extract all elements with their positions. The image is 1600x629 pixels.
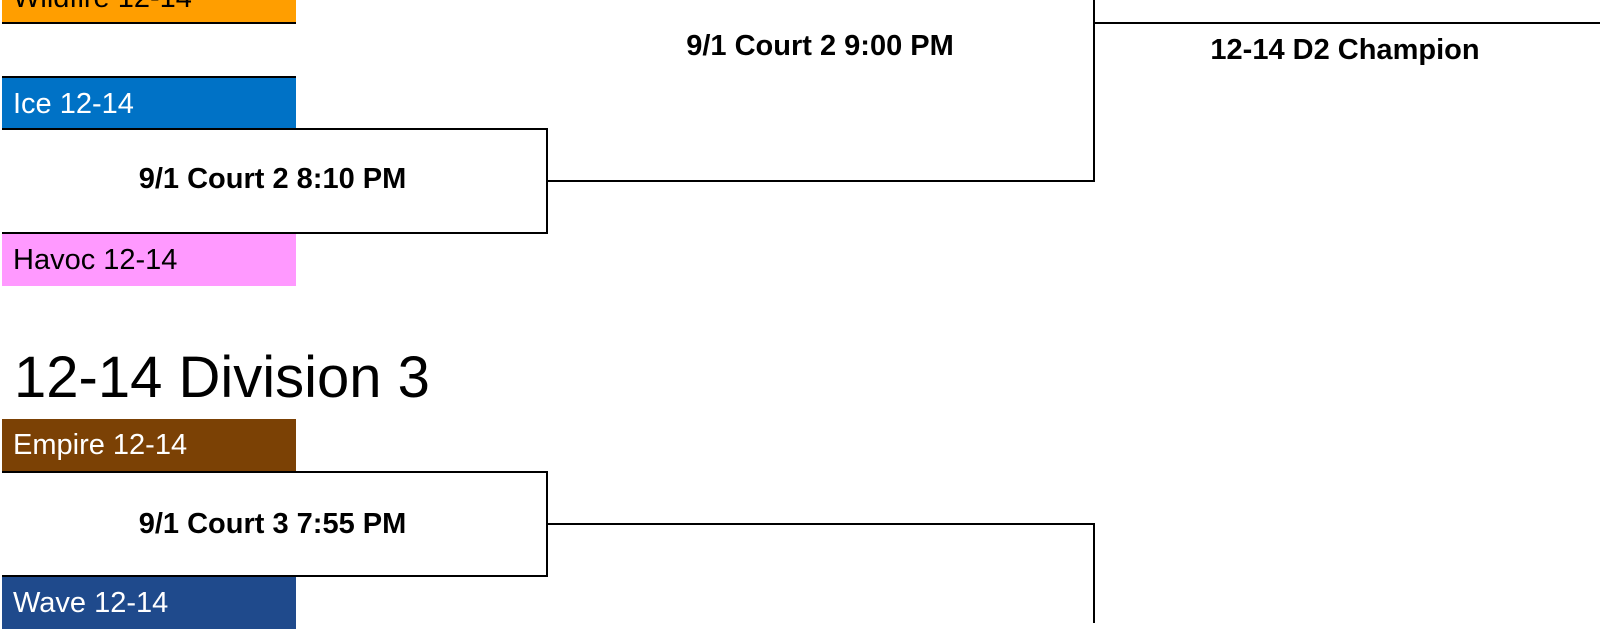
team-slot-havoc: Havoc 12-14 [2, 234, 296, 286]
game-label-d2-semi: 9/1 Court 2 8:10 PM [138, 163, 407, 195]
team-name-empire: Empire 12-14 [13, 429, 188, 461]
bracket-line-d3-semi-to-final [548, 523, 1095, 525]
game-box-d2-semi [2, 128, 548, 234]
team-name-wildfire: Wildfire 12-14 [13, 0, 192, 14]
division-heading: 12-14 Division 3 [14, 345, 430, 410]
team-name-havoc: Havoc 12-14 [13, 244, 178, 276]
game-box-d3-semi [2, 471, 548, 577]
team-name-wave: Wave 12-14 [13, 587, 169, 619]
team-name-ice: Ice 12-14 [13, 88, 134, 120]
bracket-line-d2-semi-to-final [548, 180, 1095, 182]
bracket-line-d3-final-vertical [1093, 523, 1095, 623]
team-slot-wildfire: Wildfire 12-14 [2, 0, 296, 24]
bracket-line-champion [1093, 22, 1600, 24]
team-slot-wave: Wave 12-14 [2, 577, 296, 629]
bracket-line-d2-final-vertical [1093, 0, 1095, 182]
champion-label: 12-14 D2 Champion [1210, 34, 1480, 66]
game-label-d2-final: 9/1 Court 2 9:00 PM [686, 30, 954, 62]
game-label-d3-semi: 9/1 Court 3 7:55 PM [138, 508, 407, 540]
team-slot-empire: Empire 12-14 [2, 419, 296, 471]
team-slot-ice: Ice 12-14 [2, 76, 296, 128]
